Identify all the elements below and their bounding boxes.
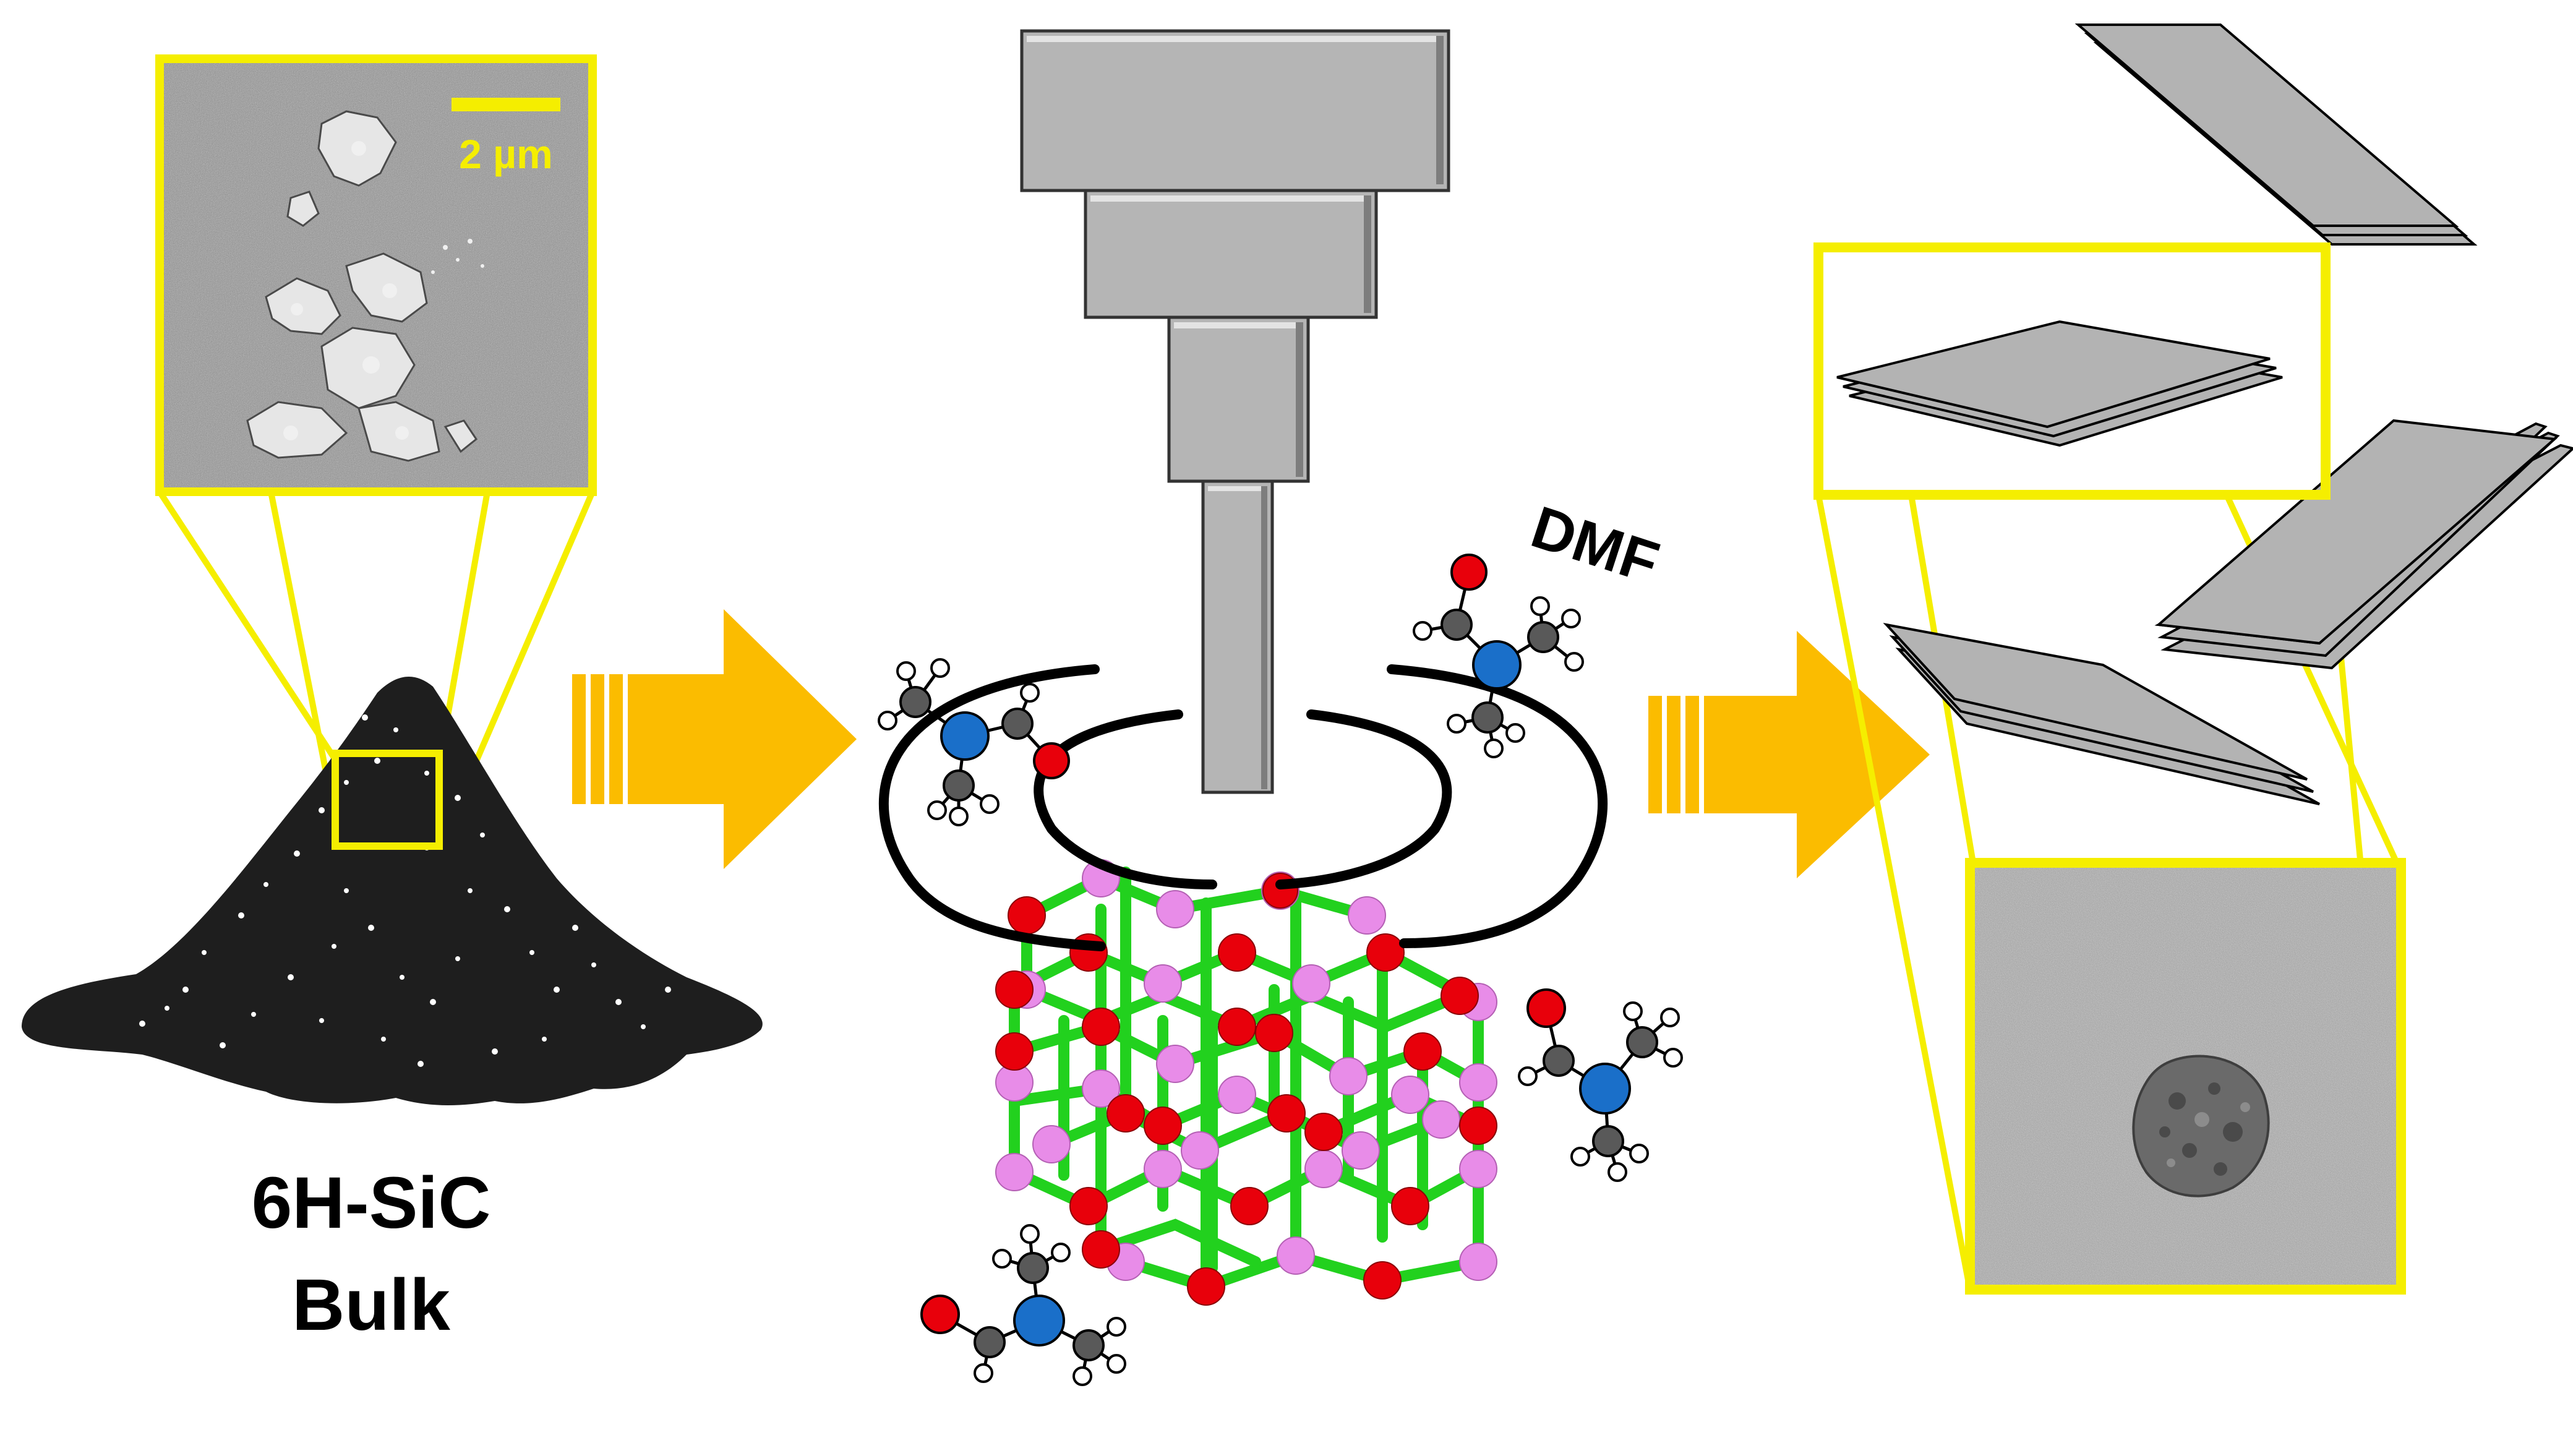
bulk-panel: 2 µm 6H-SiC Bulk: [22, 54, 763, 1346]
ultrasonic-wave-rings: [878, 664, 1608, 951]
dmf-molecule-icon: [920, 1224, 1126, 1386]
tem-micrograph: 200 nm: [1965, 858, 2406, 1358]
solvent-label: DMF: [1524, 494, 1667, 596]
right-arrow-icon: [1648, 631, 1930, 878]
sic-crystal-lattice: [995, 859, 1497, 1306]
sample-region-box: [332, 750, 443, 850]
nanosheet-stack-icon: [2154, 419, 2573, 670]
nanosheet-stack-icon: [2074, 24, 2478, 246]
ultrasonic-probe-icon: [1020, 29, 1450, 794]
tem-scale-label: 200 nm: [2010, 1321, 2126, 1357]
nanosheet-stack-icon: [1883, 622, 2320, 805]
lattice-atoms-c: [995, 873, 1497, 1306]
sem-scale-label: 2 µm: [459, 131, 553, 177]
bulk-powder-pile: [22, 676, 763, 1105]
nanosheet-region-box: [1813, 242, 2331, 500]
nanosheet-stack-icon: [1836, 320, 2283, 447]
sem-micrograph: 2 µm: [155, 54, 597, 496]
dmf-molecule-icon: [878, 658, 1070, 826]
bulk-label-line1: 6H-SiC: [252, 1162, 491, 1244]
tem-scale-bar: [2007, 1355, 2174, 1358]
bulk-label-line2: Bulk: [292, 1264, 450, 1346]
powder-specks: [139, 714, 671, 1067]
right-arrow-icon: [572, 609, 857, 869]
sem-scale-bar: [452, 98, 560, 111]
nanosheets-panel: 200 nm: [1813, 24, 2573, 1358]
process-arrow-2: [1648, 631, 1930, 878]
dmf-molecule-icon: [1413, 554, 1584, 758]
process-arrow-1: [572, 609, 857, 869]
sonication-panel: DMF: [878, 29, 1683, 1386]
dmf-molecule-icon: [1518, 988, 1683, 1182]
